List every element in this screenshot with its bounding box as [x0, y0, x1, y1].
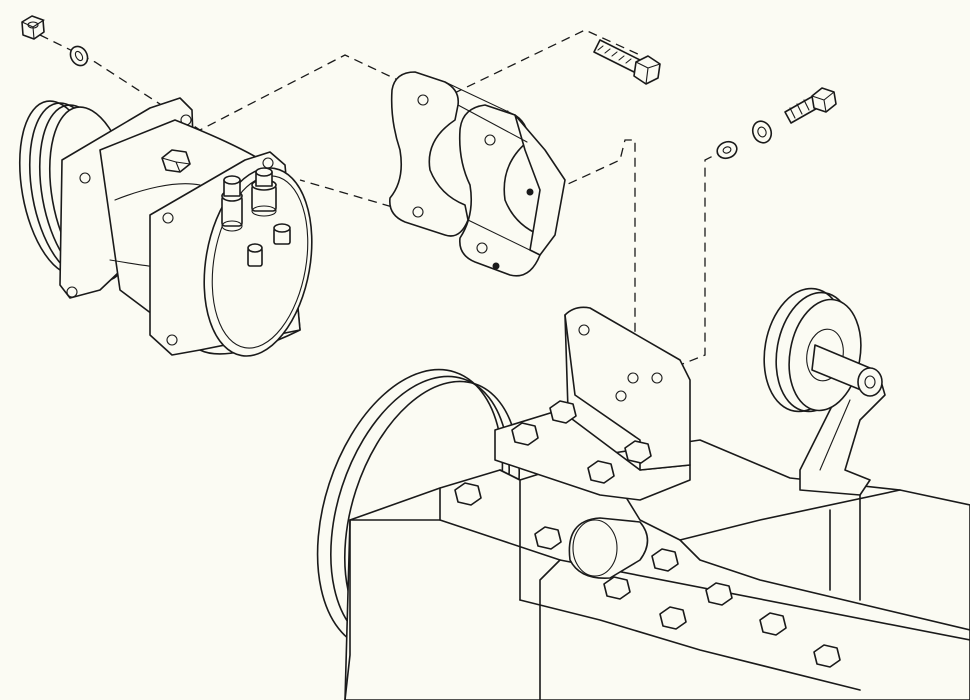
bolt-head-icon — [813, 644, 841, 668]
bolt-head-icon — [549, 400, 577, 424]
bracket-icon — [388, 71, 566, 277]
fitting-icon — [251, 167, 277, 217]
fitting-icon — [247, 243, 263, 267]
hex-nut-icon — [21, 15, 45, 40]
bolt-head-icon — [705, 582, 733, 606]
washer-icon — [69, 45, 89, 67]
fitting-icon — [221, 175, 243, 232]
washer-icon — [751, 120, 773, 144]
bolt-head-icon — [454, 482, 482, 506]
bolt-head-icon — [511, 422, 539, 446]
bolt-head-icon — [534, 526, 562, 550]
fitting-icon — [273, 223, 291, 245]
washer-icon — [716, 140, 738, 160]
bolt-head-icon — [759, 612, 787, 636]
bolt-head-icon — [659, 606, 687, 630]
bolt-head-icon — [651, 548, 679, 572]
engine-icon — [316, 368, 970, 700]
bolt-head-icon — [587, 460, 615, 484]
pulley-icon — [763, 287, 886, 496]
bolt-head-icon — [603, 576, 631, 600]
bolt-icon — [593, 39, 661, 85]
angle-bracket-icon — [494, 306, 691, 501]
bolt-icon — [784, 87, 837, 124]
bolt-head-icon — [624, 440, 652, 464]
ac-compressor-icon — [18, 97, 313, 357]
